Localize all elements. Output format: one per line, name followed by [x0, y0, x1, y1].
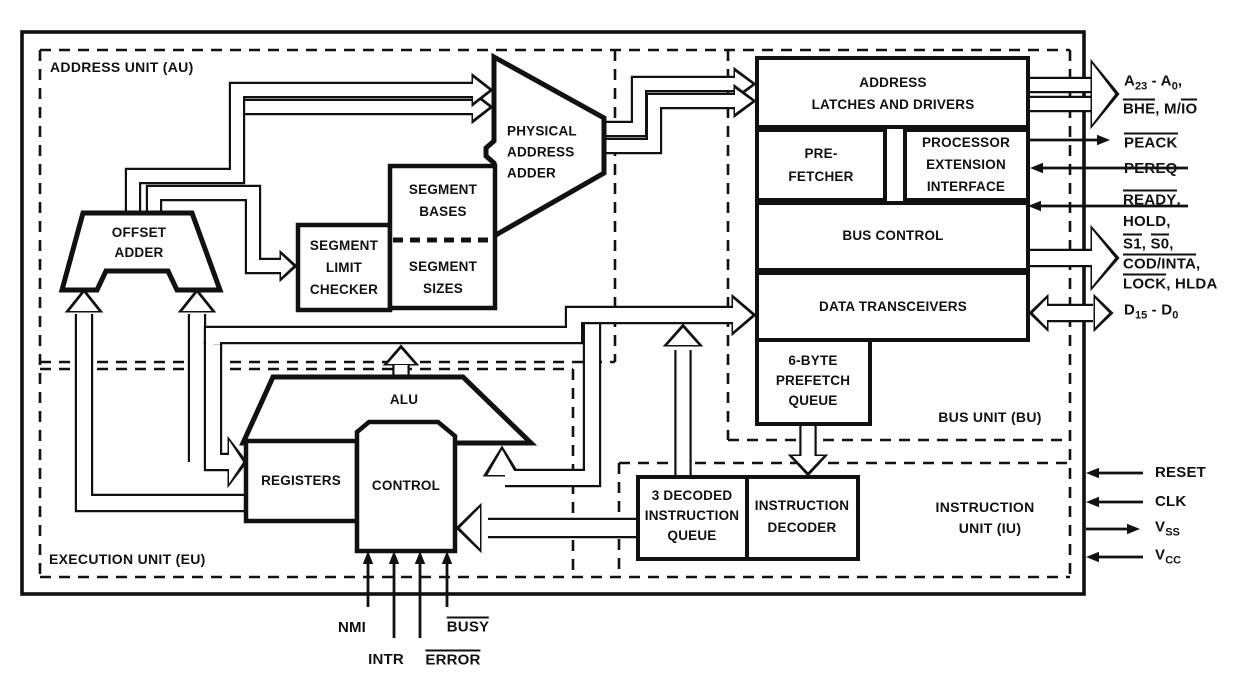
- pin-label-s1-s0: S1, S0,: [1123, 233, 1174, 253]
- pin-label-vcc: VCC: [1155, 546, 1182, 567]
- label-alu: ALU: [389, 391, 419, 407]
- pin-label-data-bus: D15 - D0: [1124, 301, 1179, 322]
- pin-label-cod-inta: COD/INTA,: [1123, 253, 1201, 273]
- pin-label-hold: HOLD,: [1123, 213, 1171, 230]
- data-transceivers-box: [755, 271, 1030, 342]
- pin-label-ready: READY,: [1123, 189, 1181, 209]
- label-control: CONTROL: [371, 477, 441, 493]
- bus-control-box: [755, 201, 1030, 272]
- label-bus-unit: BUS UNIT (BU): [938, 408, 1042, 425]
- label-instruction-decoder: INSTRUCTION DECODER: [754, 498, 850, 535]
- label-offset-adder: OFFSET ADDER: [111, 225, 167, 260]
- processor-extension-interface-box: [903, 128, 1030, 202]
- offset-adder-shape: [58, 210, 224, 293]
- pin-label-pereq: PEREQ: [1124, 160, 1178, 177]
- label-decoded-queue: 3 DECODED INSTRUCTION QUEUE: [644, 488, 740, 543]
- label-processor-extension-interface: PROCESSOR EXTENSION INTERFACE: [921, 135, 1011, 194]
- alu-shape: [239, 374, 538, 446]
- instruction-decoder-box: [745, 475, 860, 561]
- label-data-transceivers: DATA TRANSCEIVERS: [819, 298, 967, 314]
- prefetch-queue-box: [755, 338, 872, 426]
- label-segment-bases: SEGMENT BASES: [408, 182, 478, 219]
- label-segment-sizes: SEGMENT SIZES: [408, 259, 478, 296]
- label-prefetcher: PRE- FETCHER: [788, 146, 854, 184]
- pin-label-address-1: A23 - A0,: [1124, 72, 1183, 93]
- pin-label-peack: PEACK: [1124, 132, 1178, 152]
- prefetcher-box: [755, 128, 887, 202]
- label-prefetch-queue: 6-BYTE PREFETCH QUEUE: [775, 353, 851, 408]
- label-address-latches: ADDRESS LATCHES AND DRIVERS: [811, 75, 975, 112]
- pin-label-vss: VSS: [1155, 518, 1180, 539]
- physical-address-adder-shape: [483, 52, 607, 241]
- label-bus-control: BUS CONTROL: [842, 227, 944, 243]
- label-registers: REGISTERS: [261, 472, 341, 488]
- pin-label-intr: INTR: [368, 651, 404, 668]
- segment-bases-sizes-box: [387, 163, 498, 311]
- label-instruction-unit-1: INSTRUCTION: [935, 498, 1035, 515]
- pin-label-lock-hlda: LOCK, HLDA: [1123, 273, 1218, 293]
- label-execution-unit: EXECUTION UNIT (EU): [49, 550, 206, 567]
- registers-box: [243, 438, 360, 524]
- pin-label-busy: BUSY: [446, 616, 490, 636]
- label-address-unit: ADDRESS UNIT (AU): [50, 58, 194, 75]
- address-latches-box: [755, 56, 1030, 129]
- pin-label-reset: RESET: [1155, 464, 1207, 481]
- label-physical-address-adder: PHYSICAL ADDRESS ADDER: [507, 123, 577, 181]
- label-instruction-unit-2: UNIT (IU): [958, 519, 1022, 536]
- segment-limit-checker-box: [295, 222, 393, 313]
- control-box: [354, 419, 458, 554]
- pin-label-clk: CLK: [1155, 493, 1187, 510]
- pin-label-address-2: BHE, M/IO: [1123, 98, 1198, 118]
- pin-label-error: ERROR: [425, 649, 481, 669]
- label-segment-limit-checker: SEGMENT LIMIT CHECKER: [309, 238, 379, 297]
- pin-label-nmi: NMI: [337, 619, 367, 636]
